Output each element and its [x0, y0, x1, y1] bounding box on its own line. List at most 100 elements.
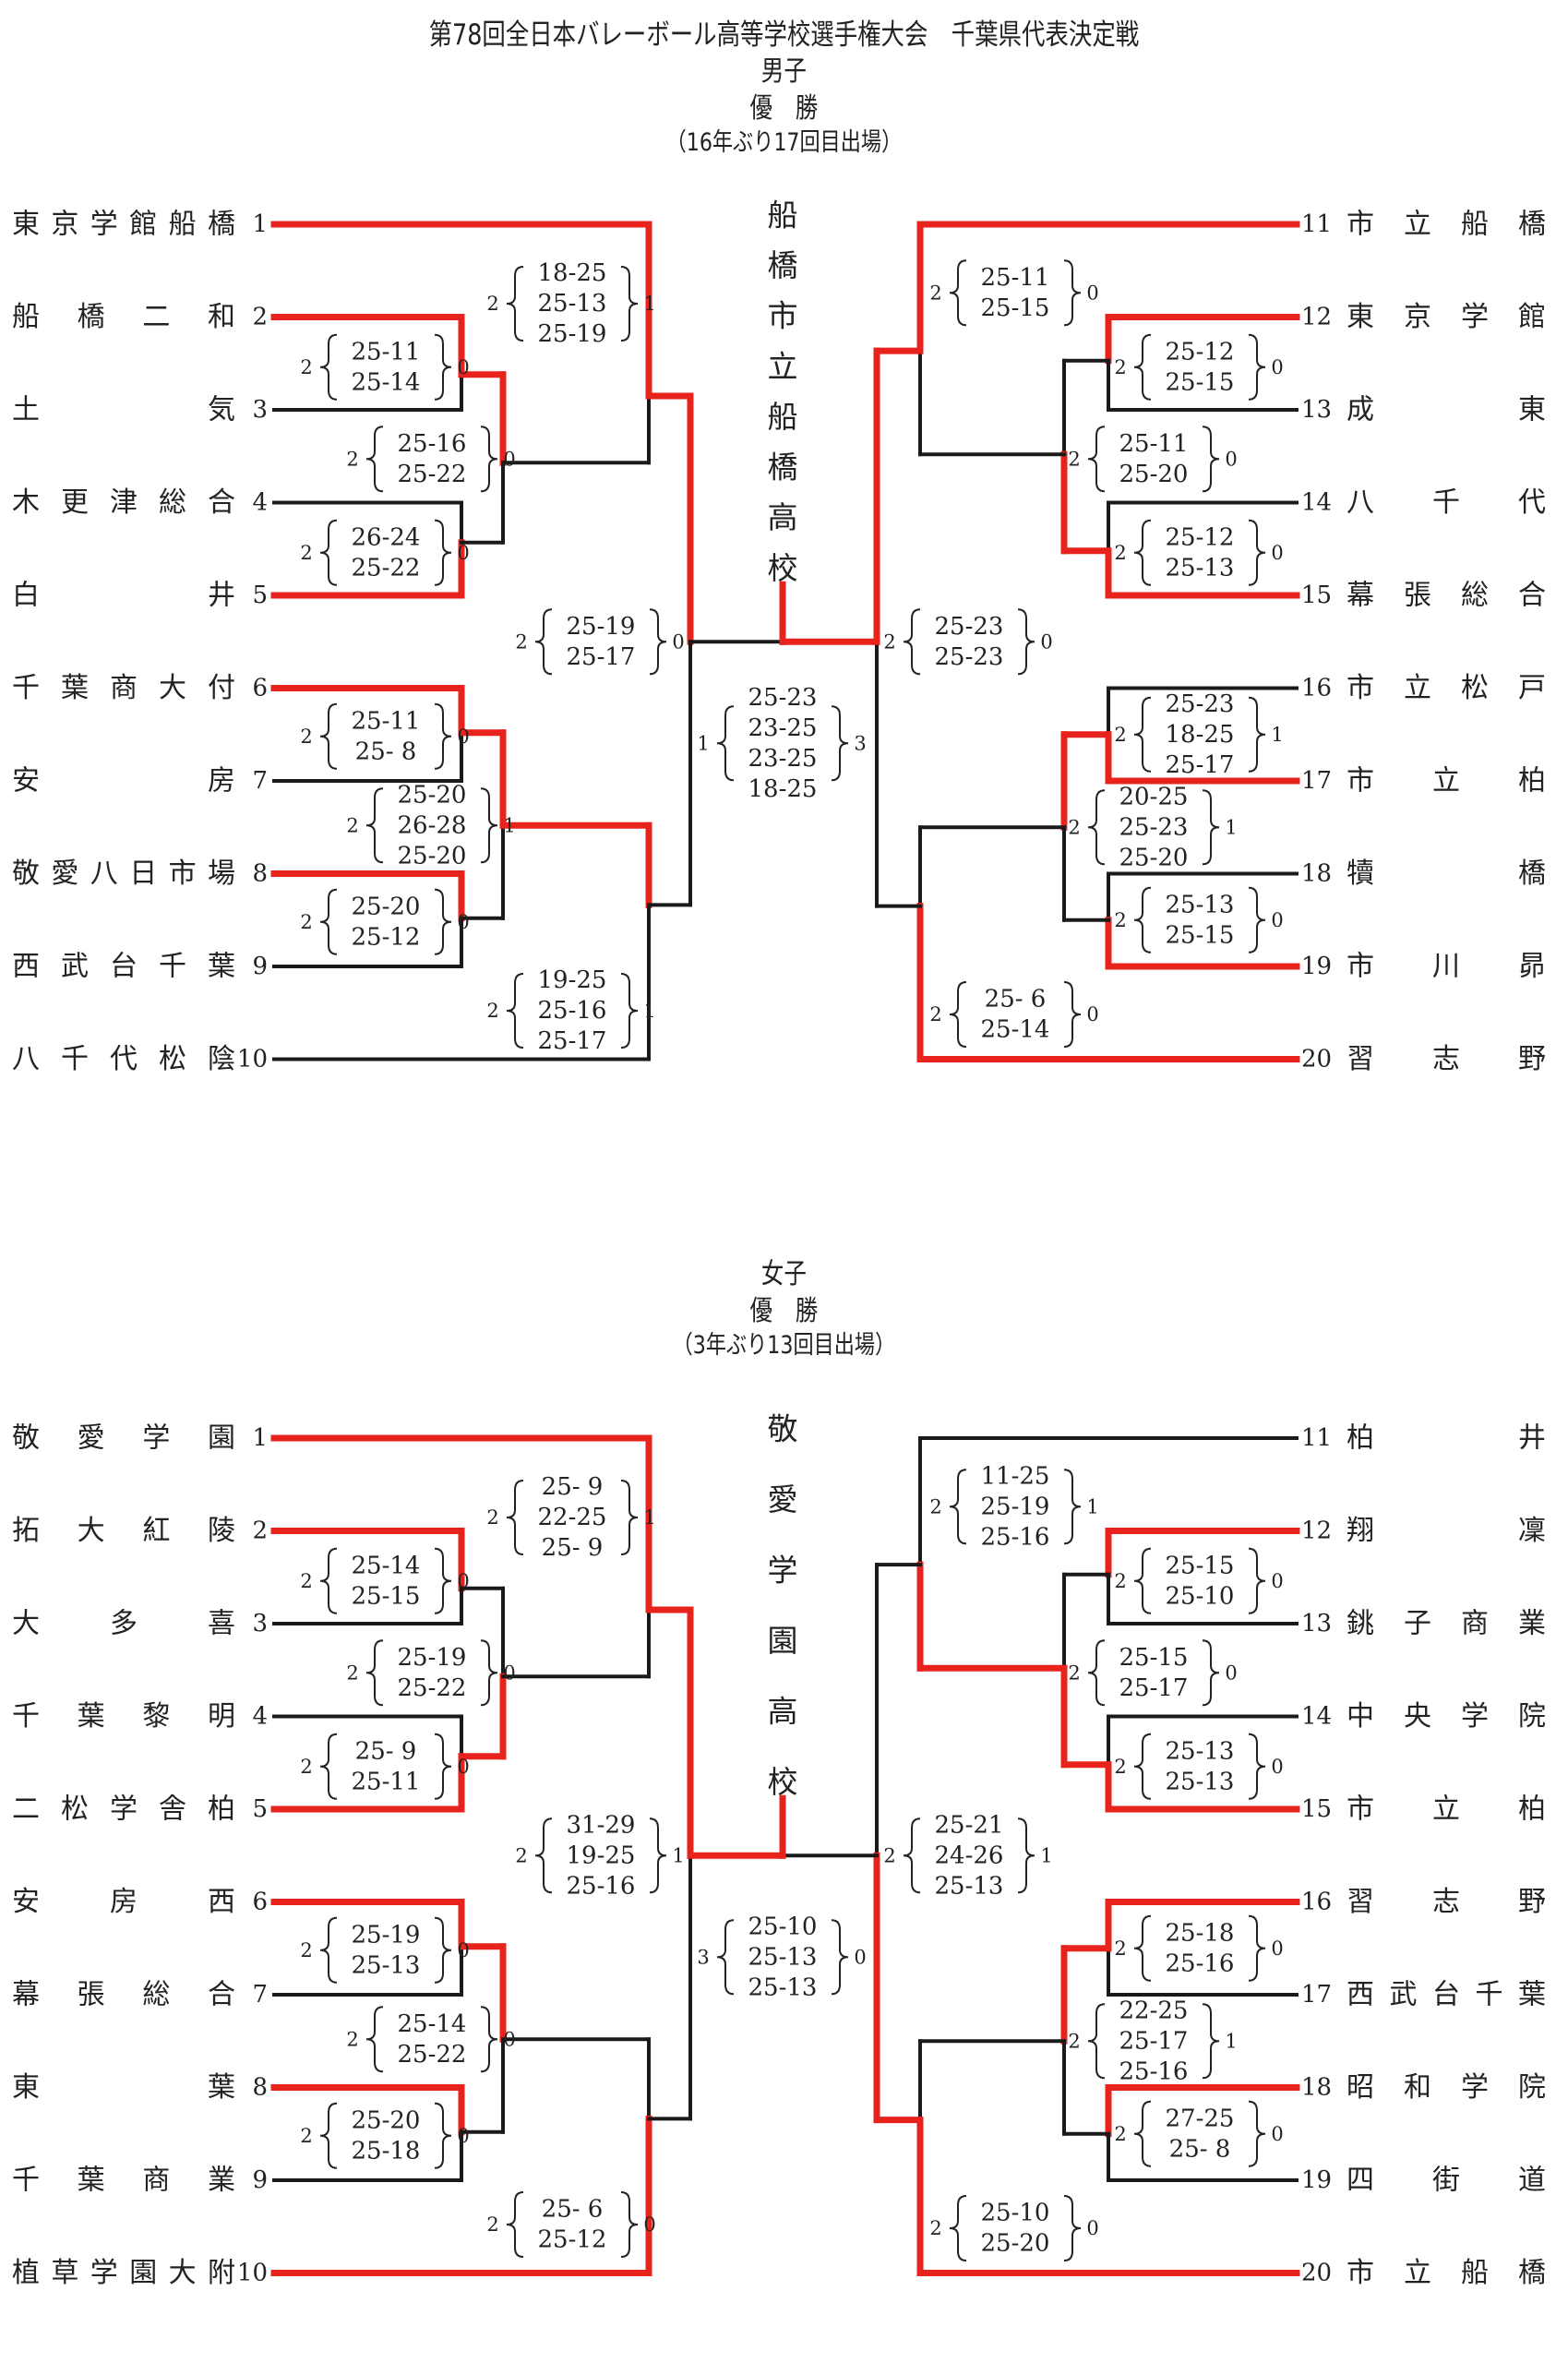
- team-name-char: 日: [129, 858, 157, 890]
- team-seed: 7: [252, 1981, 268, 2009]
- team-name-char: 船: [169, 209, 197, 241]
- team-name-char: 陰: [208, 1043, 235, 1075]
- team-name-char: 市: [169, 858, 197, 890]
- close-brace-icon: [1248, 333, 1266, 401]
- sets-won-left: 2: [1114, 356, 1126, 378]
- team-seed: 8: [252, 2074, 268, 2102]
- team-name-char: 学: [110, 1793, 138, 1826]
- girls-appearance-note: （3年ぶり13回目出場）: [672, 1331, 896, 1360]
- sets-won-right: 0: [457, 911, 469, 933]
- sets-won-left: 2: [1068, 448, 1080, 470]
- team-name-char: 立: [1404, 2257, 1431, 2289]
- team-name-char: 松: [61, 1793, 89, 1826]
- sets-won-right: 0: [457, 1570, 469, 1592]
- set-score: 25-15: [1166, 1552, 1235, 1579]
- team-name-char: 志: [1432, 1043, 1460, 1075]
- team-seed: 10: [237, 1046, 268, 1074]
- close-brace-icon: [434, 1733, 452, 1800]
- team-name-char: 附: [208, 2257, 235, 2289]
- team-seed: 20: [1301, 1046, 1332, 1074]
- open-brace-icon: [1133, 886, 1152, 954]
- team-name: 市立柏: [1347, 1793, 1546, 1826]
- set-score: 25- 8: [1169, 2135, 1231, 2163]
- set-score: 25-17: [1119, 2027, 1189, 2055]
- sets-won-left: 2: [346, 2028, 358, 2050]
- set-score: 25-23: [935, 613, 1004, 641]
- sets-won-left: 2: [300, 2125, 312, 2147]
- sets-won-left: 2: [300, 1756, 312, 1778]
- set-score: 27-25: [1166, 2105, 1235, 2132]
- sets-won-left: 2: [1068, 2030, 1080, 2052]
- team-name-char: 葉: [208, 951, 235, 983]
- set-score: 25-11: [981, 264, 1050, 292]
- set-score: 25-23: [748, 684, 818, 712]
- team-name: 成東: [1347, 394, 1546, 426]
- team-name-char: 千: [61, 1043, 89, 1075]
- close-brace-icon: [480, 2006, 498, 2073]
- team-seed: 20: [1301, 2260, 1332, 2287]
- set-score: 25-21: [935, 1811, 1004, 1839]
- set-score: 25-23: [1166, 690, 1235, 718]
- open-brace-icon: [365, 2006, 384, 2073]
- set-score: 25-13: [1166, 1768, 1235, 1795]
- open-brace-icon: [319, 519, 338, 586]
- set-score: 25- 9: [542, 1534, 604, 1562]
- set-score: 25-11: [352, 338, 421, 366]
- set-score: 25-15: [1166, 368, 1235, 396]
- team-name: 市立船橋: [1347, 2257, 1546, 2289]
- team-name-char: 商: [142, 2165, 170, 2197]
- team-name-char: 東: [1347, 301, 1374, 333]
- sets-won-left: 2: [883, 1844, 895, 1866]
- girls-division-label: 女子: [760, 1258, 808, 1290]
- boys-result-label: 優 勝: [749, 92, 819, 125]
- sets-won-left: 2: [1114, 909, 1126, 931]
- set-score: 25-16: [1166, 1949, 1235, 1977]
- team-name-char: 多: [110, 1608, 138, 1640]
- team-name: 大多喜: [12, 1608, 235, 1640]
- close-brace-icon: [620, 266, 639, 342]
- team-name-char: 東: [12, 2071, 40, 2104]
- sets-won-right: 0: [457, 2125, 469, 2147]
- sets-won-right: 0: [854, 1946, 866, 1968]
- team-name: 銚子商業: [1347, 1608, 1546, 1640]
- champion-char: 学: [768, 1552, 798, 1588]
- champion-char: 船: [768, 399, 798, 435]
- open-brace-icon: [534, 608, 553, 676]
- team-name-char: 愛: [51, 858, 78, 890]
- set-score: 20-25: [1119, 783, 1189, 810]
- open-brace-icon: [1133, 696, 1152, 773]
- champion-char: 橋: [768, 247, 798, 283]
- team-name-char: 井: [1518, 1422, 1546, 1455]
- sets-won-right: 0: [1086, 2217, 1098, 2239]
- set-score: 23-25: [748, 714, 818, 742]
- sets-won-right: 0: [503, 1661, 515, 1684]
- tournament-title: 第78回全日本バレーボール高等学校選手権大会 千葉県代表決定戦: [428, 18, 1140, 52]
- team-name: 四街道: [1347, 2165, 1546, 2197]
- open-brace-icon: [1133, 1914, 1152, 1982]
- sets-won-left: 2: [1114, 1756, 1126, 1778]
- team-seed: 13: [1301, 1610, 1332, 1637]
- team-seed: 2: [252, 304, 268, 331]
- sets-won-right: 0: [1086, 1003, 1098, 1026]
- sets-won-right: 1: [643, 293, 655, 315]
- open-brace-icon: [365, 1639, 384, 1707]
- open-brace-icon: [506, 266, 524, 342]
- sets-won-left: 2: [300, 726, 312, 748]
- team-name-char: 黎: [142, 1700, 170, 1733]
- team-name-char: 川: [1432, 951, 1460, 983]
